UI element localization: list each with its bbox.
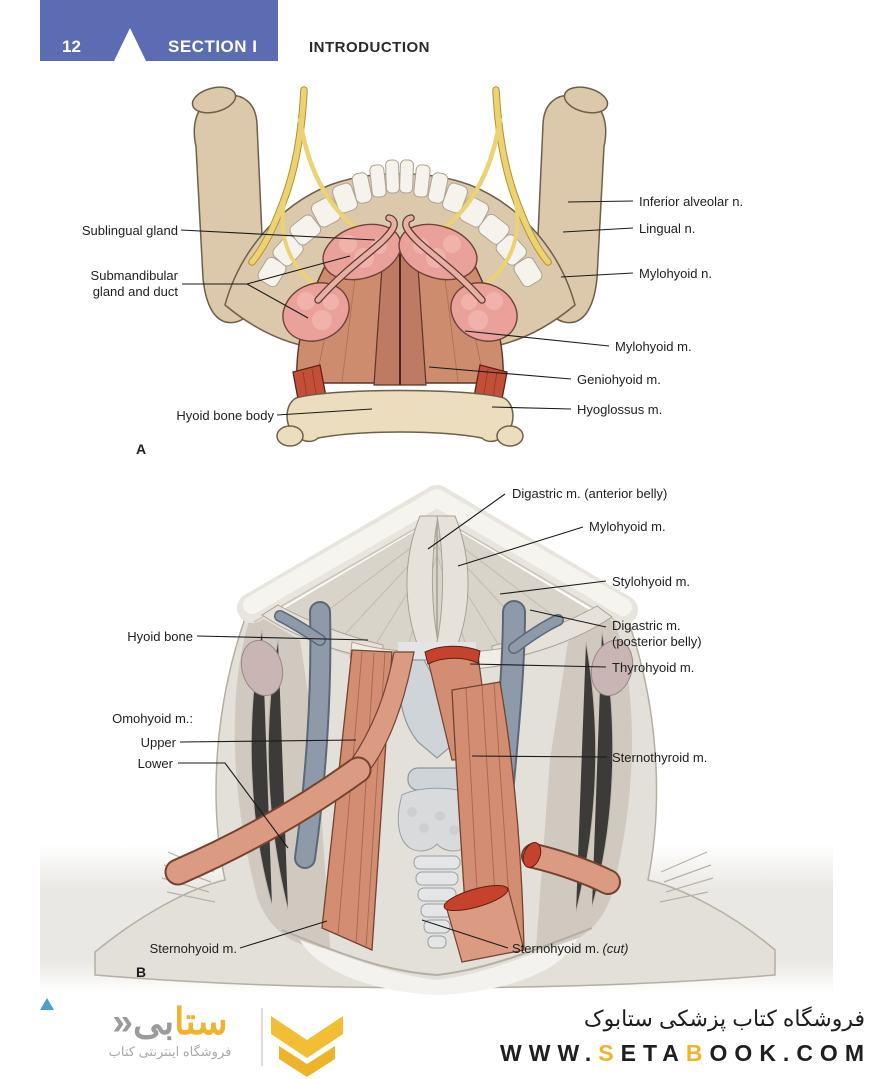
logo-name-gray: بی bbox=[132, 1001, 175, 1042]
label-mylohyoid-b: Mylohyoid m. bbox=[589, 519, 666, 534]
url-part-3: ETA bbox=[620, 1040, 686, 1066]
figure-b-leader-lines bbox=[178, 493, 608, 949]
label-geniohyoid-m: Geniohyoid m. bbox=[577, 372, 661, 387]
label-digastric-anterior: Digastric m. (anterior belly) bbox=[512, 486, 668, 501]
setabook-chevron-logo-icon bbox=[271, 1016, 343, 1077]
label-sublingual-gland: Sublingual gland bbox=[81, 223, 178, 238]
label-omohyoid-upper: Upper bbox=[140, 735, 176, 750]
store-title: فروشگاه کتاب پزشکی ستابوک bbox=[583, 1006, 865, 1031]
section-title: SECTION I bbox=[168, 37, 258, 56]
logo-guillemet-icon: « bbox=[112, 1001, 133, 1042]
header-notch-triangle-icon bbox=[114, 28, 146, 61]
logo-tagline: فروشگاه اینترنتی کتاب bbox=[108, 1044, 232, 1059]
setabook-logo[interactable]: ستابی« فروشگاه اینترنتی کتاب bbox=[80, 1000, 260, 1060]
page-number: 12 bbox=[62, 37, 81, 56]
figure-b-illustration bbox=[40, 485, 833, 995]
chapter-title: INTRODUCTION bbox=[309, 39, 430, 56]
url-part-1: WWW. bbox=[500, 1040, 599, 1066]
label-inferior-alveolar-n: Inferior alveolar n. bbox=[639, 194, 744, 209]
label-sternothyroid: Sternothyroid m. bbox=[612, 750, 708, 765]
figure-a-illustration bbox=[191, 86, 609, 447]
label-sternohyoid-cut: Sternohyoid m.(cut) bbox=[512, 941, 628, 957]
label-submandibular-line2: gland and duct bbox=[92, 284, 178, 299]
footer-divider bbox=[261, 1008, 263, 1066]
label-sternohyoid-cut-suffix: (cut) bbox=[602, 941, 629, 956]
label-submandibular-line1: Submandibular bbox=[90, 268, 178, 283]
label-sternohyoid: Sternohyoid m. bbox=[149, 941, 237, 956]
label-digastric-posterior-line1: Digastric m. bbox=[612, 618, 681, 633]
url-part-5: OOK.COM bbox=[709, 1040, 871, 1066]
store-url[interactable]: WWW.SETABOOK.COM bbox=[500, 1040, 871, 1067]
label-submandibular-gland: Submandibular gland and duct bbox=[58, 268, 178, 300]
label-thyrohyoid: Thyrohyoid m. bbox=[612, 660, 695, 675]
label-hyoglossus-m: Hyoglossus m. bbox=[577, 402, 663, 417]
label-omohyoid-heading: Omohyoid m.: bbox=[112, 711, 193, 726]
label-mylohyoid-n: Mylohyoid n. bbox=[639, 266, 712, 281]
figure-b-panel-letter: B bbox=[136, 964, 147, 980]
setabook-logo-wordmark: ستابی« bbox=[80, 1000, 260, 1044]
label-stylohyoid: Stylohyoid m. bbox=[612, 574, 691, 589]
label-lingual-n: Lingual n. bbox=[639, 221, 696, 236]
section-header-bar bbox=[40, 0, 278, 61]
logo-name-yellow: ستا bbox=[174, 1001, 228, 1042]
footer-triangle-icon bbox=[40, 998, 54, 1010]
figure-a-panel-letter: A bbox=[136, 441, 147, 457]
label-omohyoid-lower: Lower bbox=[137, 756, 173, 771]
figure-a-leader-lines bbox=[180, 200, 634, 416]
url-part-4: B bbox=[685, 1040, 710, 1066]
label-mylohyoid-m: Mylohyoid m. bbox=[615, 339, 692, 354]
url-part-2: S bbox=[598, 1040, 621, 1066]
label-sternohyoid-cut-name: Sternohyoid m. bbox=[512, 941, 600, 956]
label-digastric-posterior: Digastric m. (posterior belly) bbox=[612, 618, 702, 650]
label-hyoid-bone-body: Hyoid bone body bbox=[176, 408, 274, 423]
label-hyoid-bone: Hyoid bone bbox=[127, 629, 193, 644]
label-digastric-posterior-line2: (posterior belly) bbox=[612, 634, 702, 649]
